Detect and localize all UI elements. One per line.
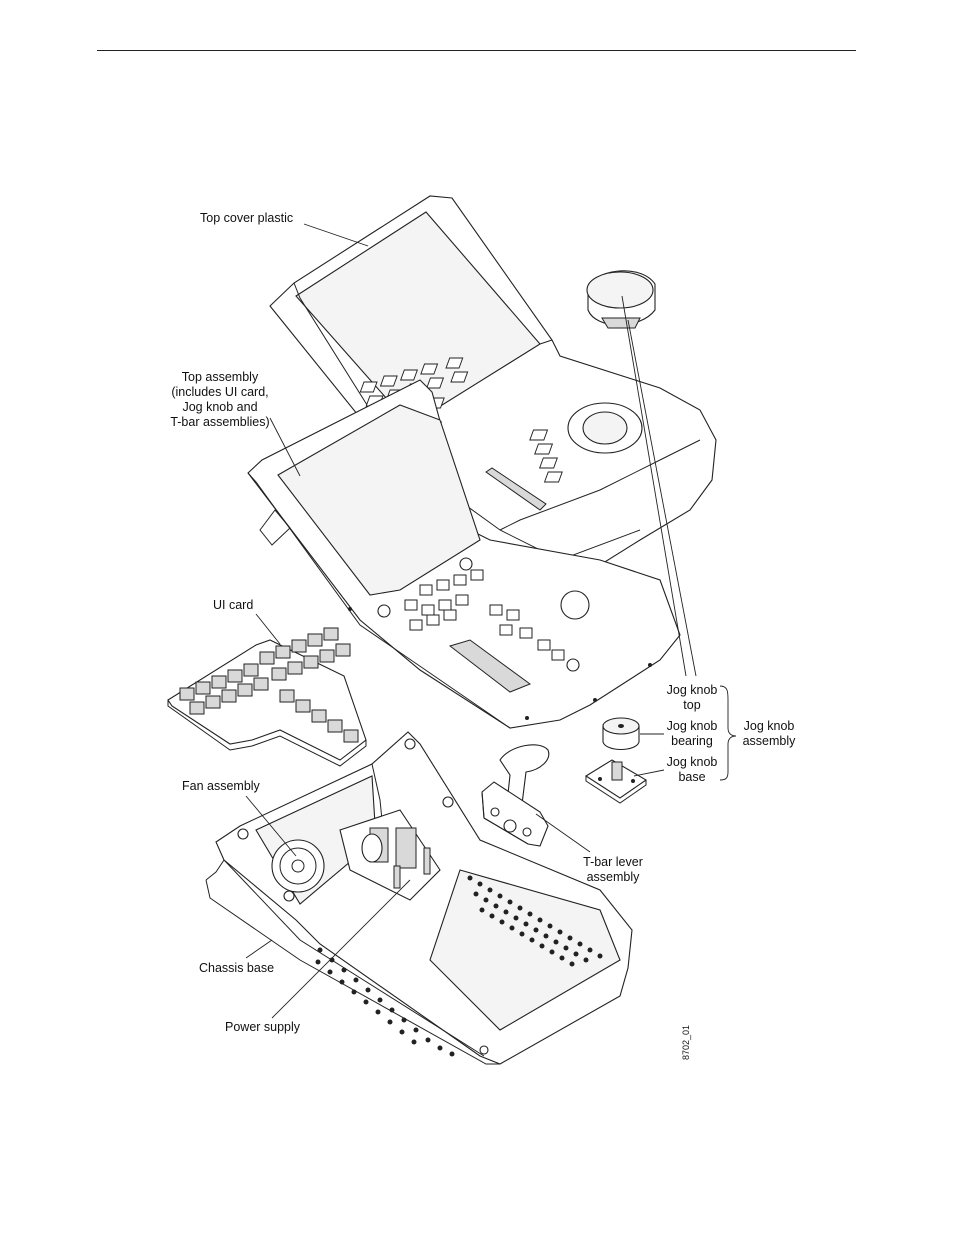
- label-jog-knob-bearing: Jog knob bearing: [666, 719, 718, 748]
- label-tbar-lever-assembly: T-bar lever assembly: [583, 855, 643, 884]
- top-cover-plastic: [269, 195, 717, 576]
- label-jog-knob-assembly: Jog knob assembly: [742, 719, 796, 748]
- ui-card-switches: [179, 627, 359, 743]
- tbar-lever-assembly: [481, 744, 550, 847]
- label-jog-knob-base: Jog knob base: [666, 755, 718, 784]
- jog-knob-top: [586, 270, 656, 329]
- label-top-cover-plastic: Top cover plastic: [200, 211, 294, 225]
- jog-knob-bearing: [602, 717, 640, 751]
- label-top-assembly: Top assembly (includes UI card, Jog knob…: [170, 370, 270, 429]
- leader-lines: [245, 223, 737, 1019]
- top-assembly-plate: [247, 379, 681, 729]
- chassis-base: [205, 731, 633, 1065]
- label-ui-card: UI card: [213, 598, 254, 612]
- tbar-slot: [485, 467, 547, 511]
- header-rule: [97, 50, 856, 51]
- figure-id: 8702_01: [681, 1024, 691, 1060]
- jog-knob-base: [584, 759, 648, 804]
- label-fan-assembly: Fan assembly: [182, 779, 260, 793]
- power-supply-board: [339, 809, 441, 901]
- right-keys-column: [529, 429, 563, 483]
- label-power-supply: Power supply: [225, 1020, 301, 1034]
- vent-holes: [315, 875, 603, 1057]
- label-jog-knob-top: Jog knob top: [666, 683, 718, 712]
- plate-key-cutouts: [404, 569, 565, 661]
- label-chassis-base: Chassis base: [199, 961, 275, 975]
- ui-card: [167, 627, 367, 767]
